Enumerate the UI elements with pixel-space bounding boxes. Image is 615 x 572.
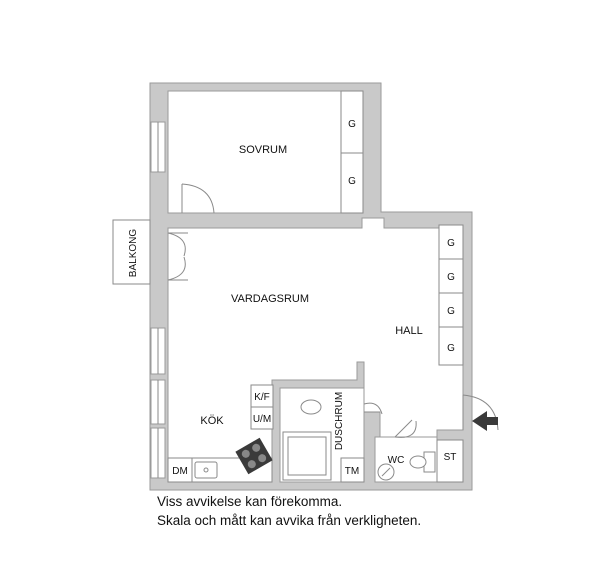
washbasin xyxy=(300,399,322,415)
washing-machine xyxy=(340,457,365,483)
disclaimer-line-1: Viss avvikelse kan förekomma. xyxy=(157,494,343,509)
windows xyxy=(150,121,166,479)
room-label-vardagsrum: VARDAGSRUM xyxy=(231,293,309,305)
wardrobe-label: G xyxy=(447,343,455,354)
kitchen xyxy=(167,384,274,483)
balcony xyxy=(112,219,188,285)
bedroom-floor xyxy=(167,90,363,214)
stove-icon xyxy=(235,437,273,475)
laundry-dryer xyxy=(250,406,274,430)
laundry-dryer-label: U/M xyxy=(253,414,271,425)
wardrobe xyxy=(340,152,364,214)
balcony-door xyxy=(167,232,188,281)
bedroom-wardrobes xyxy=(340,90,364,214)
room-label-kok: KÖK xyxy=(200,415,224,427)
wc-door xyxy=(394,419,417,438)
shower-icon xyxy=(282,431,332,481)
wardrobe-label: G xyxy=(447,306,455,317)
wardrobe-label: G xyxy=(348,119,356,130)
wardrobe xyxy=(438,326,464,366)
entrance xyxy=(462,394,499,431)
room-label-balkong: BALKONG xyxy=(128,229,139,278)
hall-wardrobes xyxy=(438,224,464,366)
wardrobe-label: G xyxy=(447,272,455,283)
dishwasher xyxy=(167,457,193,483)
room-label-sovrum: SOVRUM xyxy=(239,144,287,156)
shower-door xyxy=(363,402,383,415)
fixture-labels: G G G G G G K/F U/M DM TM ST xyxy=(172,119,456,477)
balcony-slab xyxy=(112,219,151,285)
wardrobe xyxy=(438,292,464,328)
shower-room xyxy=(282,399,383,483)
arrow-left-icon xyxy=(472,411,498,431)
wardrobe-label: G xyxy=(447,238,455,249)
disclaimer-line-2: Skala och mått kan avvika från verklighe… xyxy=(157,513,422,528)
room-label-wc: WC xyxy=(388,455,405,466)
wc-room xyxy=(377,419,436,481)
wardrobe xyxy=(438,224,464,260)
dishwasher-label: DM xyxy=(172,466,188,477)
storage-label: ST xyxy=(444,452,457,463)
storage-closet xyxy=(436,439,464,483)
washing-machine-label: TM xyxy=(345,466,359,477)
fridge-freezer-label: K/F xyxy=(254,392,270,403)
bedroom-door xyxy=(181,183,215,214)
sink-icon xyxy=(194,461,218,479)
room-label-duschrum: DUSCHRUM xyxy=(334,392,345,450)
wardrobe-label: G xyxy=(348,176,356,187)
room-label-hall: HALL xyxy=(395,325,423,337)
